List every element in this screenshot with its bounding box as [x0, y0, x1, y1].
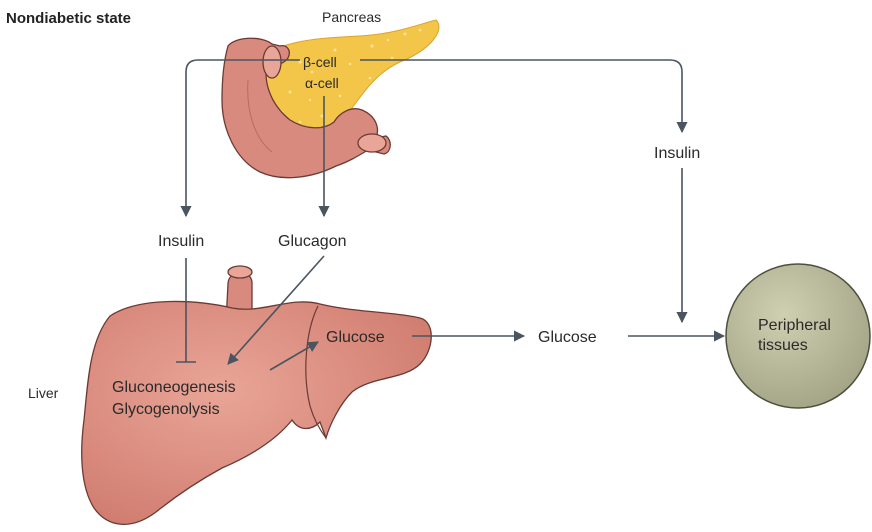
esophagus-opening — [263, 46, 281, 78]
pancreas-label: Pancreas — [322, 9, 381, 25]
vessel-opening — [228, 266, 252, 278]
peripheral-label-line2: tissues — [758, 337, 808, 354]
glucose-mid-label: Glucose — [538, 329, 597, 346]
insulin-right-label: Insulin — [654, 145, 700, 162]
insulin-right-top-arrow — [360, 60, 682, 132]
liver-label: Liver — [28, 385, 59, 401]
pancreas-illustration — [222, 20, 439, 178]
duodenum-opening — [358, 134, 386, 152]
peripheral-label-line1: Peripheral — [758, 317, 831, 334]
peripheral-tissue-circle — [726, 264, 870, 408]
glucagon-label: Glucagon — [278, 233, 347, 250]
alpha-cell-label: α-cell — [305, 75, 339, 91]
beta-cell-label: β-cell — [303, 54, 337, 70]
diagram-title: Nondiabetic state — [6, 10, 131, 27]
glycogenolysis-label: Glycogenolysis — [112, 401, 220, 418]
insulin-left-label: Insulin — [158, 233, 204, 250]
gluconeogenesis-label: Gluconeogenesis — [112, 379, 236, 396]
glucose-liver-label: Glucose — [326, 329, 385, 346]
